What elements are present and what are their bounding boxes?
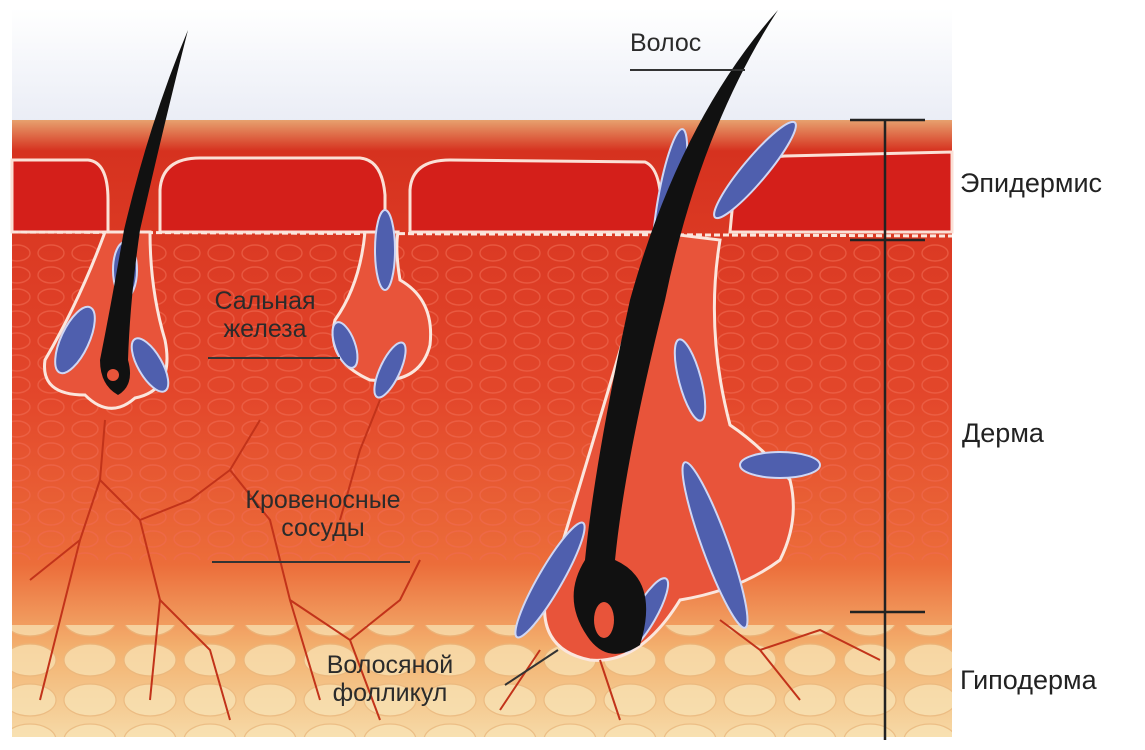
- label-sebaceous-gland-line1: Сальная: [200, 288, 330, 316]
- label-sebaceous-gland: Сальная железа: [200, 288, 330, 343]
- label-sebaceous-gland-line2: железа: [200, 316, 330, 344]
- label-blood-vessels-line2: сосуды: [218, 515, 428, 543]
- layer-dermis-label: Дерма: [962, 418, 1044, 449]
- label-blood-vessels-line1: Кровеносные: [218, 487, 428, 515]
- layer-hypodermis-label: Гиподерма: [960, 665, 1097, 696]
- air-area: [12, 8, 952, 128]
- layer-epidermis-label: Эпидермис: [960, 168, 1102, 199]
- label-hair-follicle-line1: Волосяной: [310, 652, 470, 680]
- label-hair-follicle: Волосяной фолликул: [310, 652, 470, 707]
- label-hair-follicle-line2: фолликул: [310, 680, 470, 708]
- label-blood-vessels: Кровеносные сосуды: [218, 487, 428, 542]
- label-hair: Волос: [630, 30, 701, 58]
- hypodermis-fat: [12, 625, 952, 737]
